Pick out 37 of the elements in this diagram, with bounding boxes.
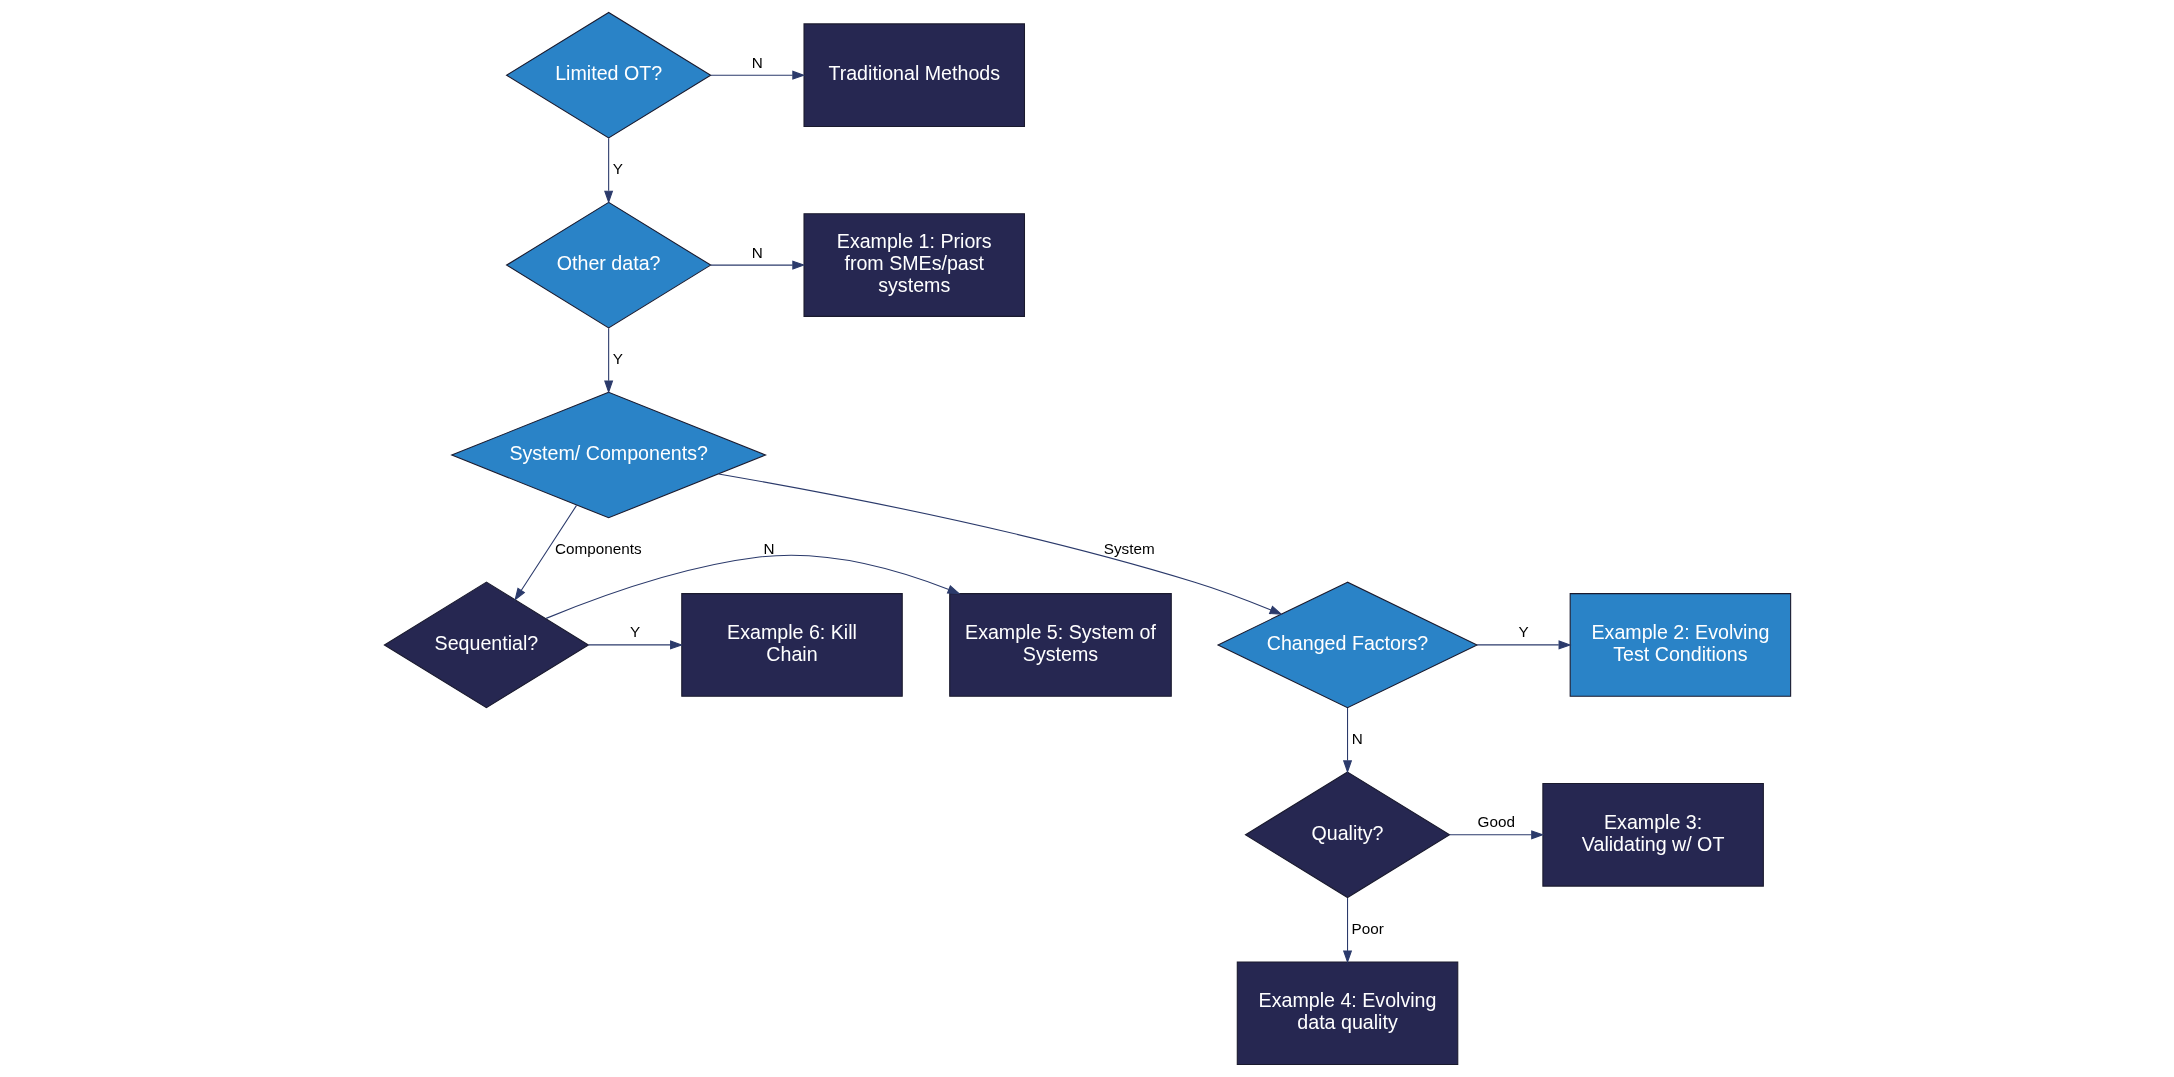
node-diamond: Quality? — [1243, 771, 1451, 899]
node-box: Example 3: Validating w/ OT — [1541, 782, 1764, 887]
arrow — [709, 70, 805, 80]
node-diamond: Limited OT? — [505, 11, 712, 139]
arrow — [587, 640, 683, 650]
node-box: Example 4: Evolving data quality — [1236, 961, 1458, 1066]
node-diamond: Changed Factors? — [1216, 581, 1478, 709]
edge-label: N — [751, 243, 763, 261]
arrow — [1342, 897, 1352, 964]
node-box: Example 2: Evolving Test Conditions — [1569, 593, 1791, 697]
edge-label: Y — [1518, 623, 1529, 641]
edge-label: Y — [629, 623, 640, 641]
node-box: Example 6: Kill Chain — [680, 593, 903, 697]
edge-label: Y — [612, 160, 623, 178]
edge-label: N — [763, 540, 775, 557]
arrow — [1476, 640, 1572, 650]
arrow — [603, 327, 613, 394]
arrow — [1448, 830, 1544, 840]
edge-label: Poor — [1351, 919, 1384, 937]
arrow — [1342, 707, 1352, 774]
edge-label: Good — [1477, 813, 1515, 831]
node-diamond: Sequential? — [382, 581, 589, 709]
arrow — [513, 504, 577, 601]
node-box: Example 1: Priors from SMEs/past systems — [802, 213, 1025, 317]
arrow — [709, 260, 805, 270]
edge-label: Y — [612, 350, 623, 368]
node-box: Example 5: System of Systems — [948, 593, 1172, 697]
node-diamond: Other data? — [505, 201, 712, 329]
edge-label: N — [1351, 729, 1363, 747]
node-diamond: System/ Components? — [449, 391, 767, 519]
arrow — [545, 554, 961, 619]
node-box: Traditional Methods — [802, 23, 1025, 128]
edge-label: Components — [554, 540, 642, 557]
arrow — [717, 473, 1283, 615]
edge-label: System — [1103, 540, 1155, 557]
arrow — [603, 137, 613, 204]
edge-label: N — [751, 53, 763, 71]
